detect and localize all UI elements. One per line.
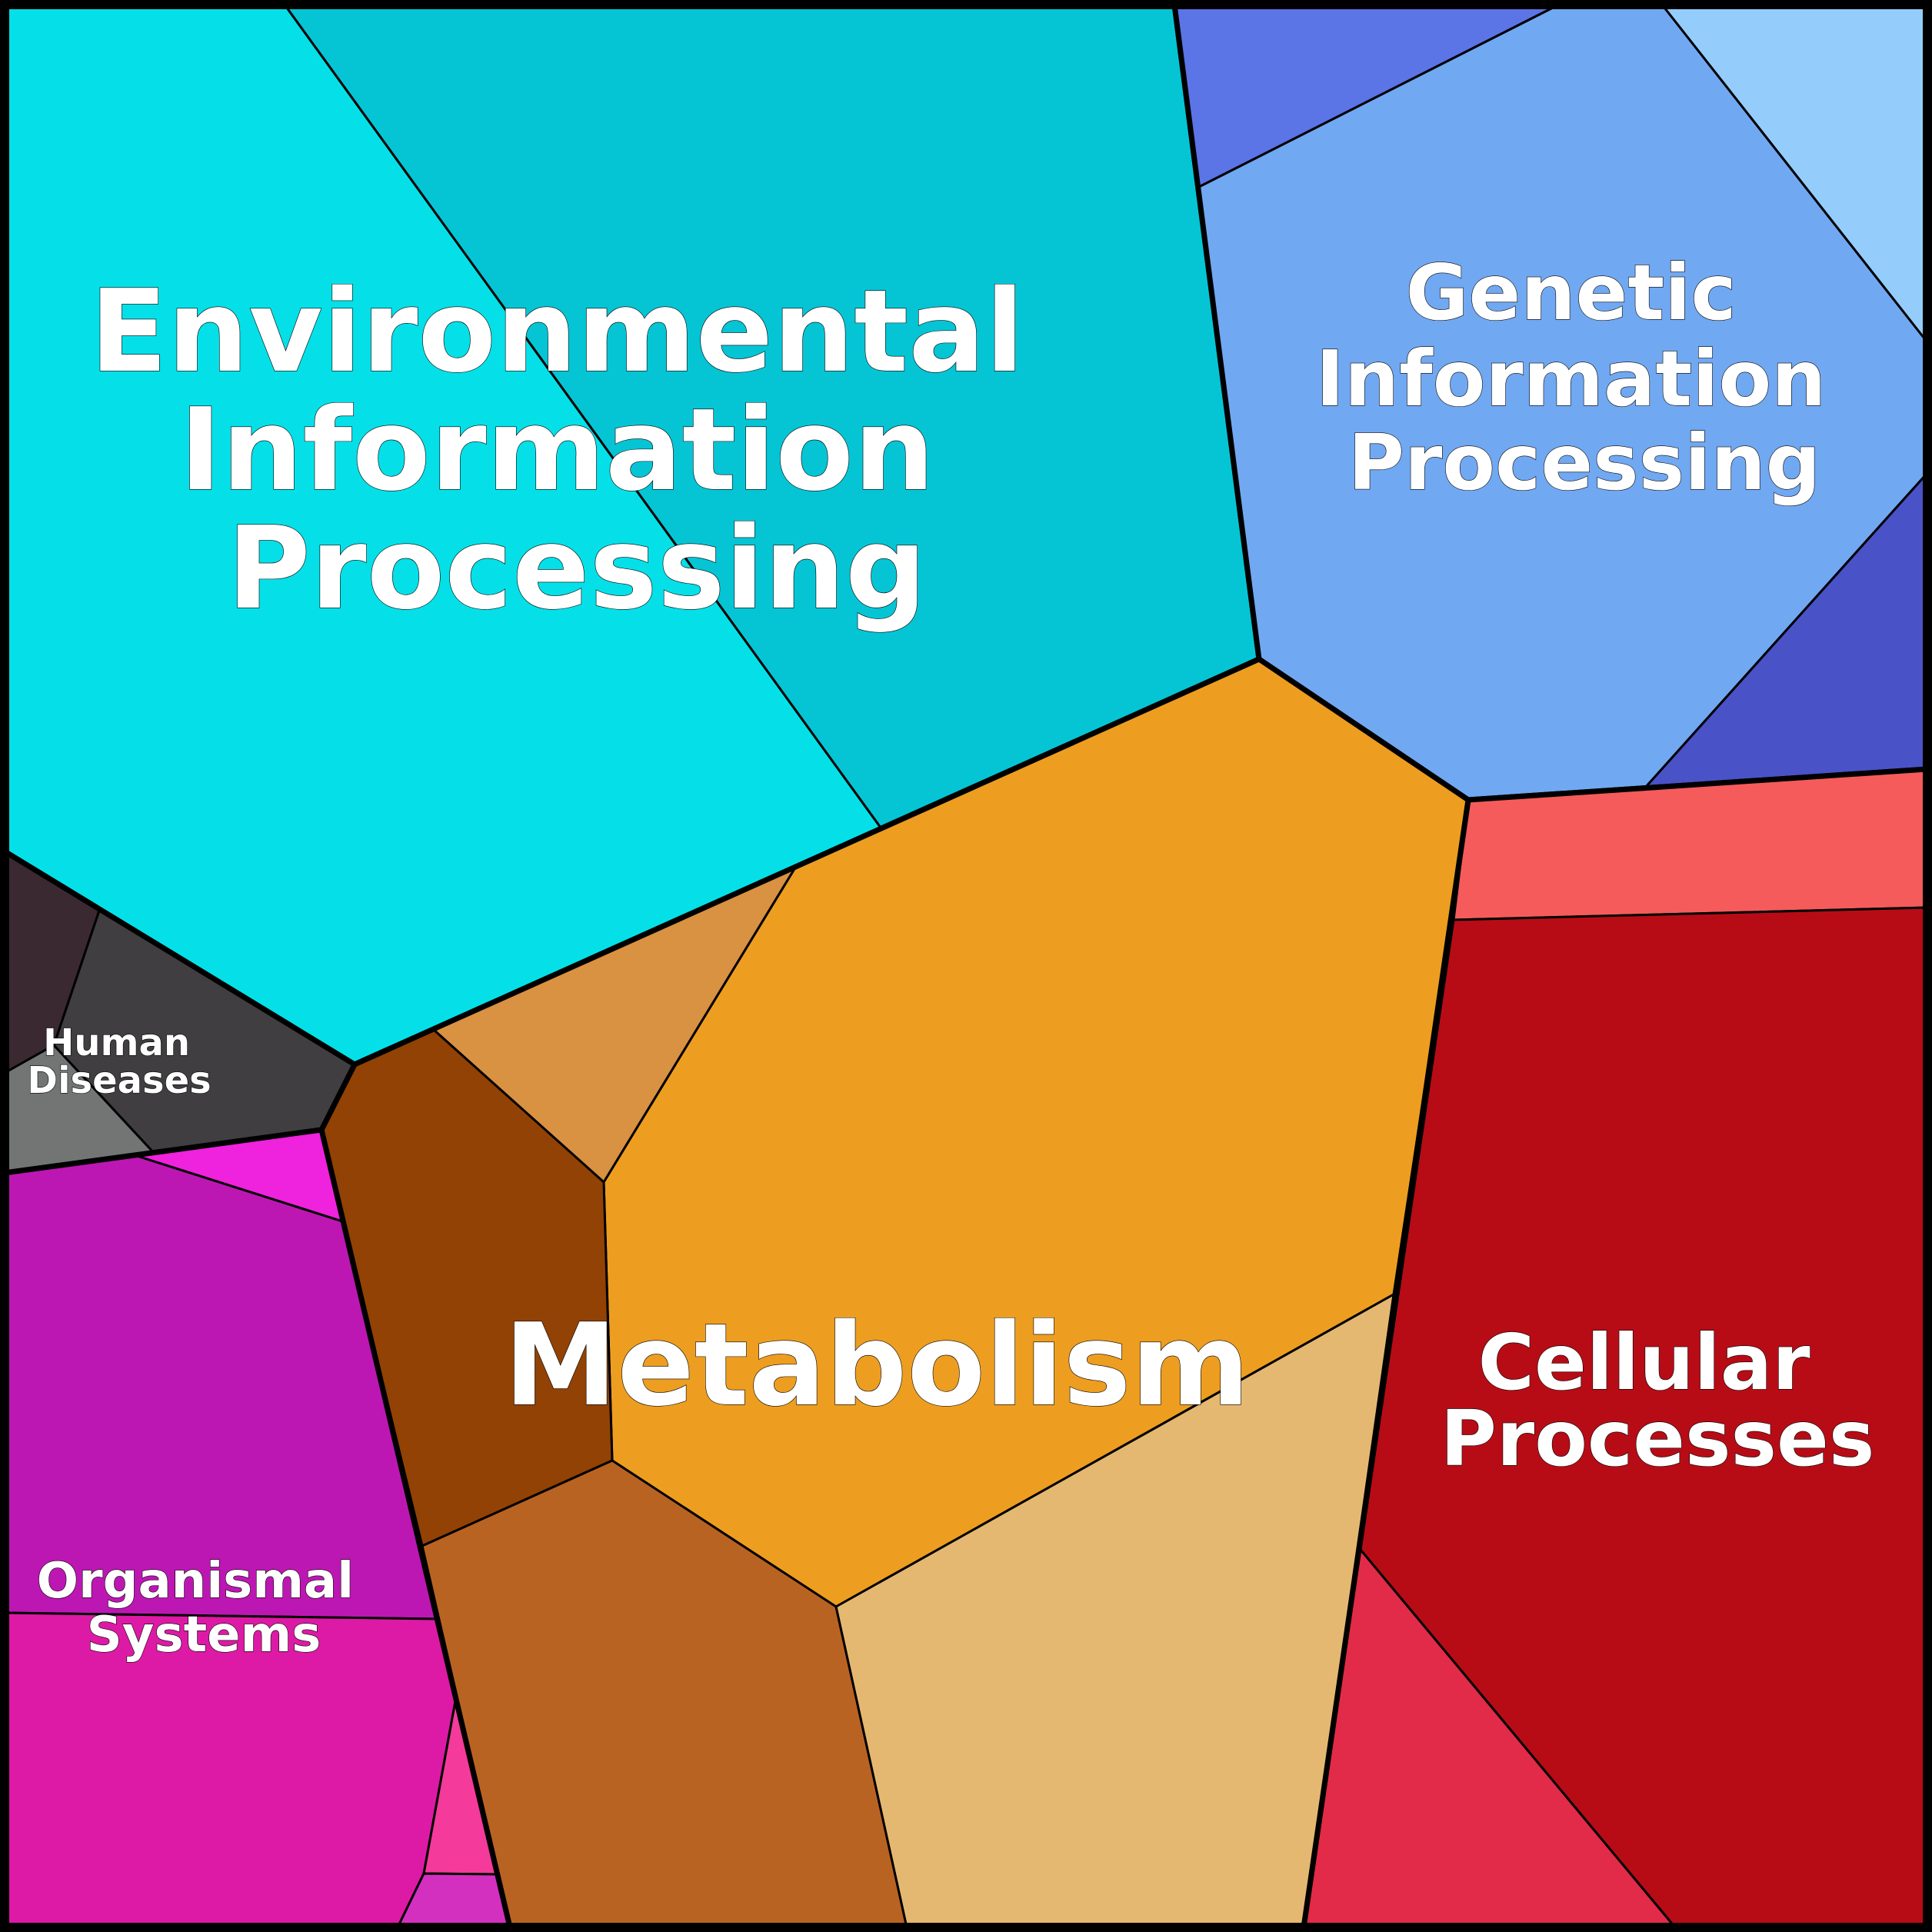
label-environmental: Environmental Information Processing xyxy=(90,265,1064,635)
label-genetic: Genetic Information Processing xyxy=(1316,248,1853,508)
label-metabolism: Metabolism xyxy=(504,1299,1250,1431)
group-organismal xyxy=(2,1127,513,1930)
label-human-diseases: Human Diseases xyxy=(27,1021,212,1102)
label-cellular: Cellular Processes xyxy=(1441,1317,1875,1484)
label-organismal: Organismal Systems xyxy=(37,1553,371,1664)
